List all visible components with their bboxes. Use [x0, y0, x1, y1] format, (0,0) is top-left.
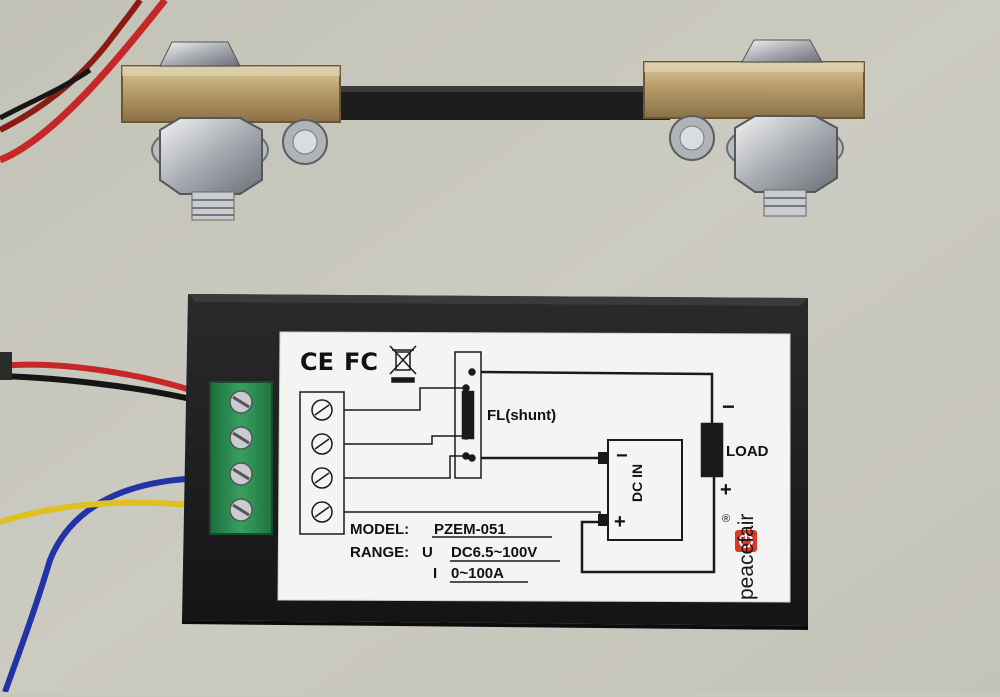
shunt-label: FL(shunt)	[487, 407, 557, 424]
range-label: RANGE:	[350, 544, 410, 561]
current-symbol: I	[433, 565, 438, 582]
model-value: PZEM-051	[434, 521, 506, 538]
load-plus-sign: +	[720, 479, 732, 501]
dc-in-plus-sign: +	[614, 511, 626, 533]
load-minus-sign: −	[722, 394, 735, 419]
voltage-symbol: U	[422, 544, 433, 561]
current-range: 0~100A	[451, 565, 504, 582]
weee-bin-icon	[389, 345, 417, 383]
load-label: LOAD	[726, 443, 769, 460]
model-label: MODEL:	[350, 521, 410, 538]
shunt-resistor	[121, 39, 865, 221]
registered-mark: ®	[722, 513, 731, 525]
wiring-diagram	[299, 351, 724, 583]
ce-mark: CE	[300, 348, 335, 376]
shunt-wires	[0, 0, 168, 164]
label-sticker	[277, 331, 791, 603]
dc-in-label: DC IN	[629, 463, 645, 502]
brand-name: peacefair	[735, 513, 758, 600]
fcc-mark: FC	[344, 348, 379, 376]
brand-logo-icon	[735, 530, 757, 552]
terminal-block	[209, 381, 273, 535]
voltage-range: DC6.5~100V	[451, 544, 538, 561]
dc-in-minus-sign: −	[616, 445, 628, 467]
